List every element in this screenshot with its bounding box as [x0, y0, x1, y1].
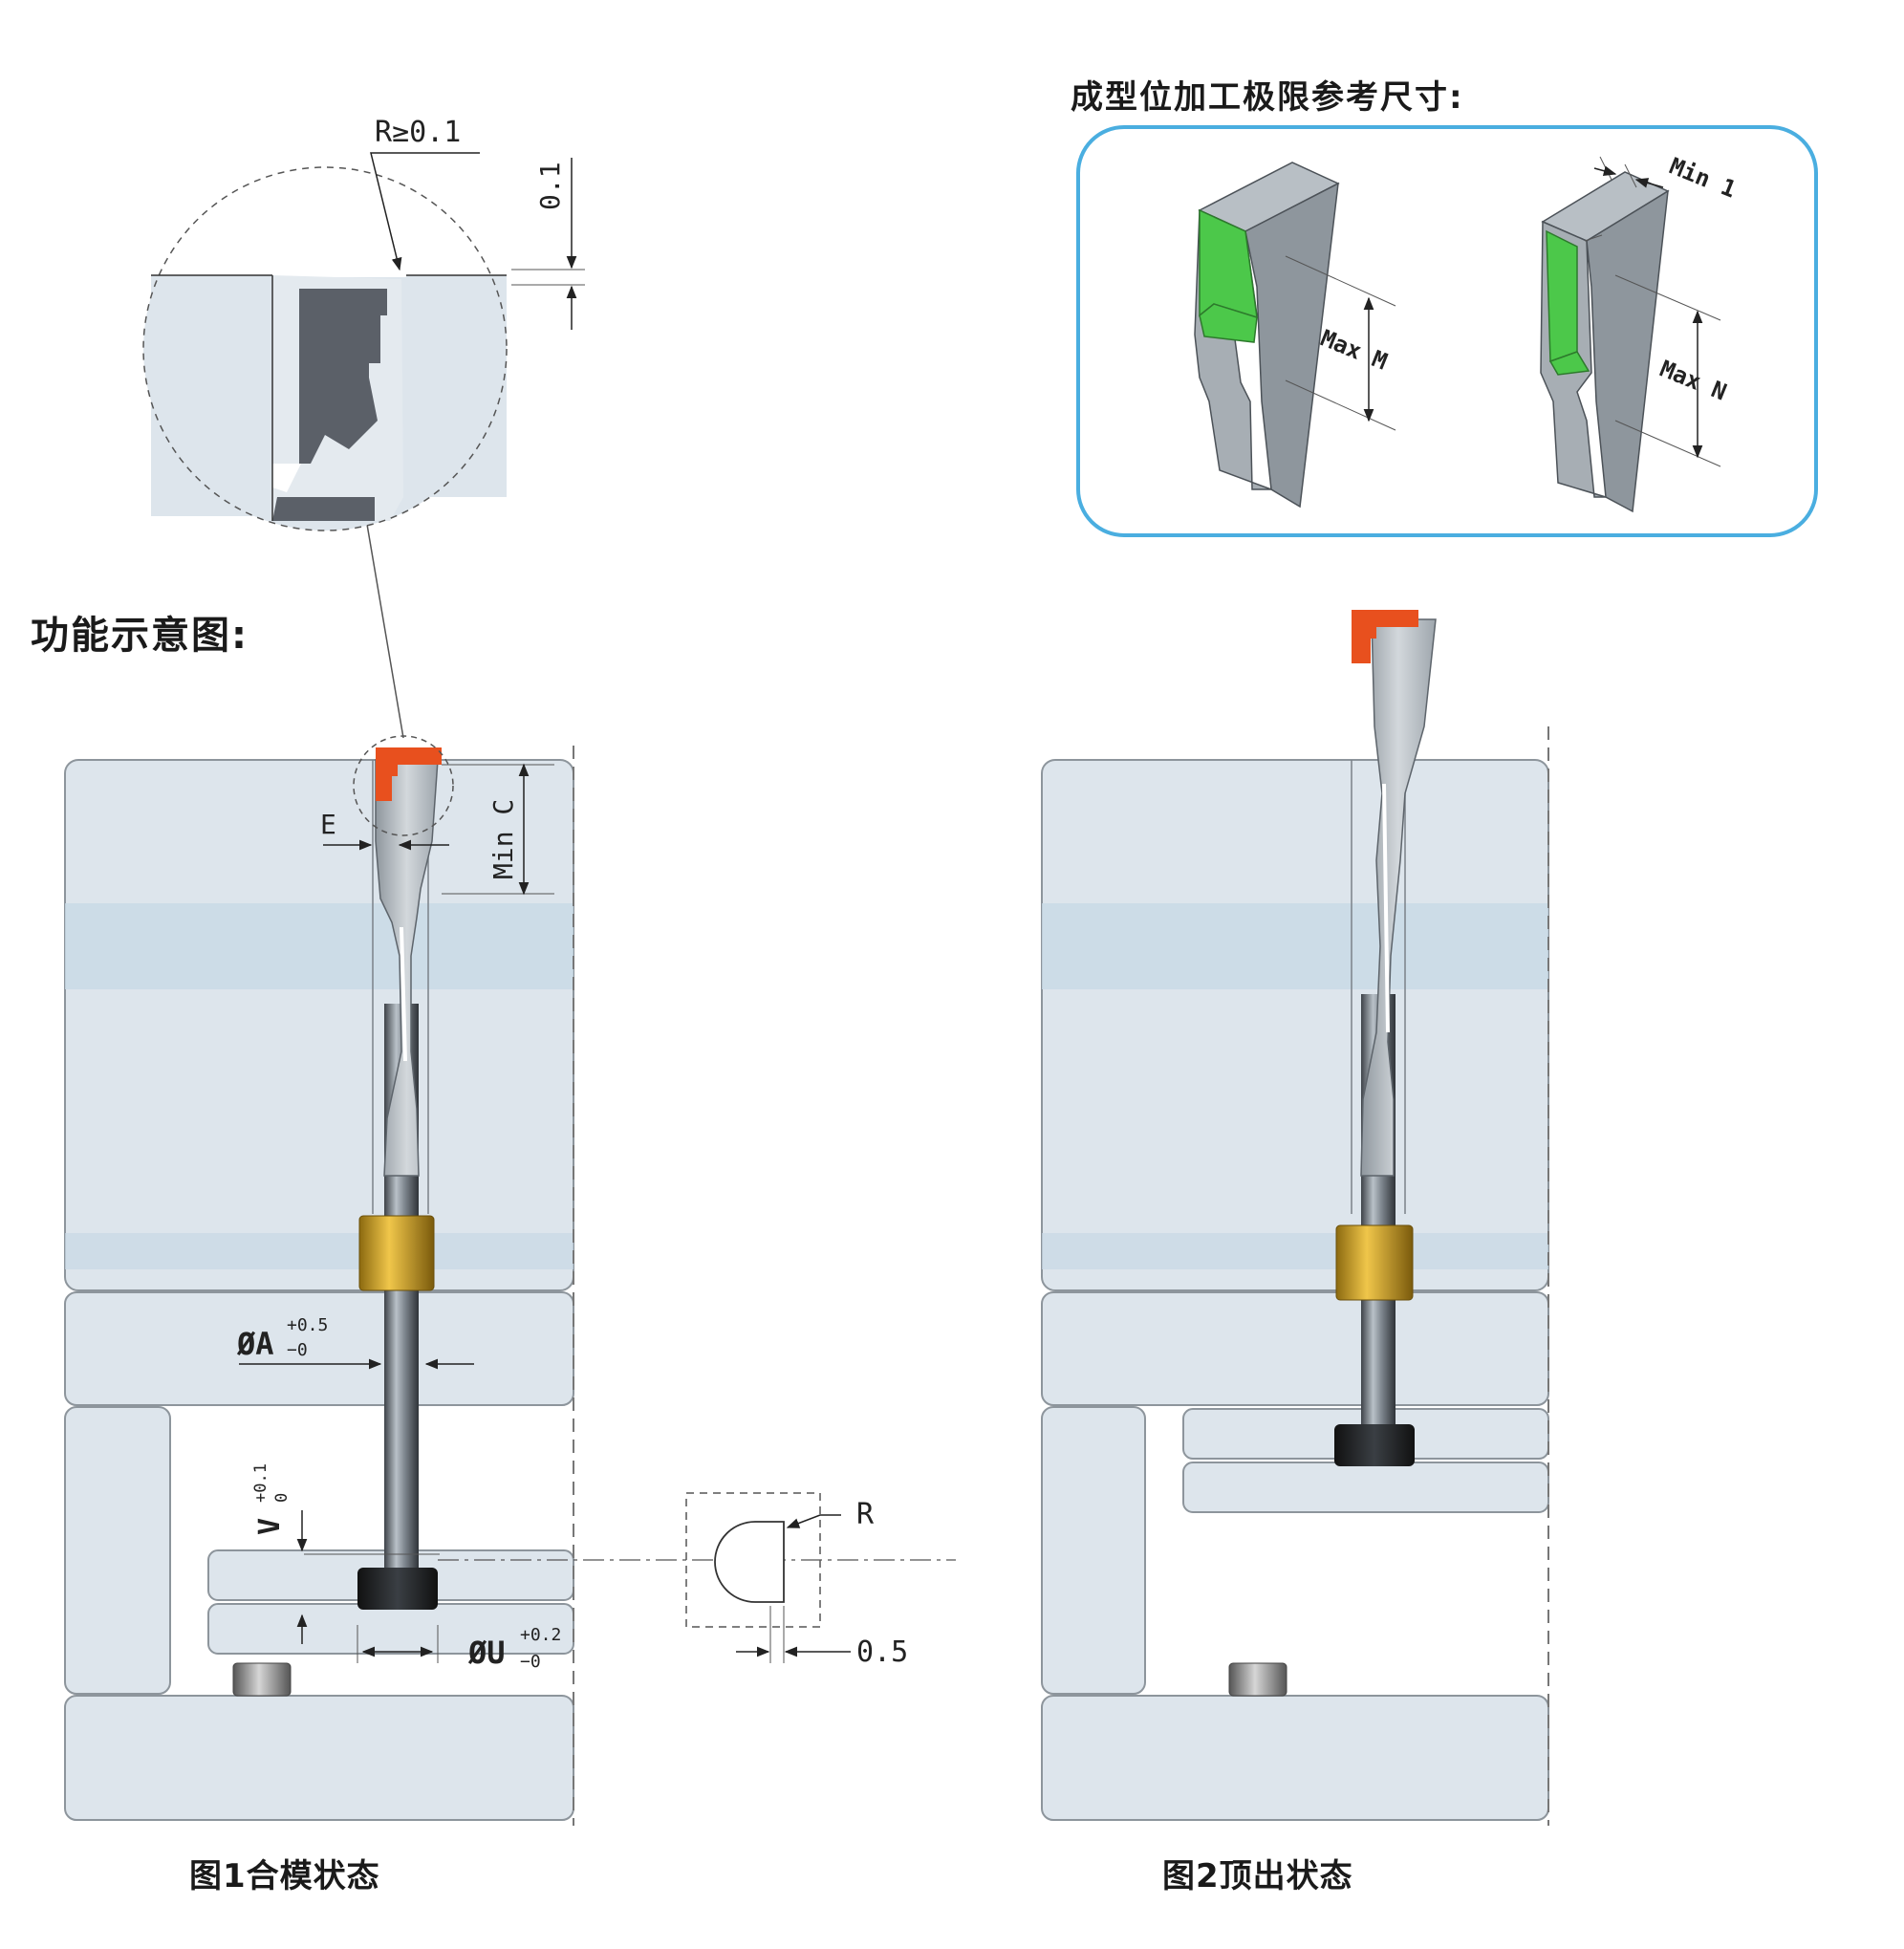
fig1-caption: 图1合模状态	[189, 1857, 380, 1895]
fig2-spacer-block	[1041, 1406, 1146, 1695]
fig1-pin-head	[357, 1568, 438, 1610]
fig1-dim-min-c: Min C	[487, 799, 519, 879]
fig1-dim-v: V	[253, 1518, 287, 1535]
fig2-pin-head	[1334, 1424, 1415, 1466]
fig2-lifter-blade	[1360, 618, 1437, 1177]
fig1-molding-part	[376, 747, 442, 801]
fig1-dim-dia-u: ØU	[467, 1635, 506, 1671]
r-detail-profile	[714, 1521, 785, 1603]
fig1-stop-pin	[232, 1662, 292, 1697]
fig1-dim-e: E	[320, 809, 336, 840]
limit-panel: Max M Min 1 Max N	[1076, 125, 1818, 537]
fig2-support-plate	[1041, 1291, 1549, 1406]
fig1-clamp-plate	[64, 1695, 574, 1821]
fig2-clamp-plate	[1041, 1695, 1549, 1821]
fig1-dim-v-tol-plus: +0.1	[251, 1463, 270, 1503]
fig2-molding-part	[1352, 610, 1418, 663]
fig2-bushing	[1335, 1224, 1414, 1301]
fig1-lifter-blade	[375, 759, 439, 1177]
fig1-support-plate	[64, 1291, 574, 1406]
zoom-molding-section	[272, 289, 387, 521]
fig2-ejector-plate	[1182, 1462, 1549, 1513]
zoom-detail: R≥0.1 0.1	[134, 116, 585, 531]
fig2-mold	[1041, 610, 1549, 1826]
lifter-max-m: Max M	[1194, 162, 1396, 509]
fig1-dim-dia-a-tol-minus: −0	[287, 1340, 308, 1360]
fig1-spacer-block	[64, 1406, 171, 1695]
fig1-dim-dia-u-tol-plus: +0.2	[520, 1625, 561, 1645]
r-detail-offset: 0.5	[856, 1635, 908, 1669]
fig1-mold: E Min C ØA +0.5 −0 V +0.1 0 ØU +0.2 −0	[64, 501, 956, 1826]
lifter-max-n-green	[1546, 229, 1578, 363]
fig1-dim-dia-a: ØA	[236, 1326, 274, 1362]
zoom-dim-radius: R≥0.1	[375, 116, 461, 149]
zoom-dim-offset: 0.1	[534, 162, 566, 210]
r-detail-label: R	[856, 1498, 875, 1531]
fig2-stop-pin	[1228, 1662, 1287, 1697]
fig1-ejector-plate	[207, 1603, 574, 1655]
fig2-caption: 图2顶出状态	[1162, 1857, 1353, 1895]
fig1-dim-dia-u-tol-minus: −0	[520, 1652, 541, 1672]
limit-dimensions-heading: 成型位加工极限参考尺寸:	[1071, 78, 1464, 117]
function-diagram-heading: 功能示意图:	[31, 614, 249, 658]
r-detail-box	[685, 1492, 821, 1628]
fig1-dim-v-tol-minus: 0	[272, 1493, 292, 1503]
fig1-bushing	[358, 1215, 435, 1291]
fig1-dim-dia-a-tol-plus: +0.5	[287, 1315, 328, 1335]
r-detail: R 0.5	[685, 1492, 908, 1669]
fig1-plate-band	[65, 903, 573, 989]
fig2-top-plate	[1041, 759, 1549, 1291]
